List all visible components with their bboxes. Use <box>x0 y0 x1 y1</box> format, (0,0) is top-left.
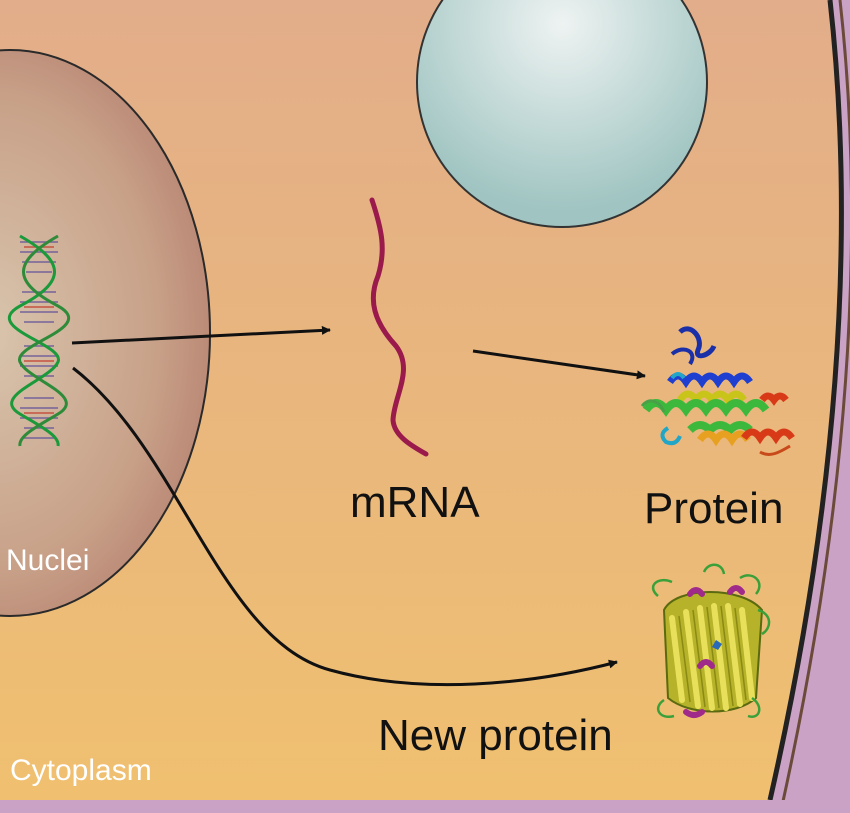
cell-membrane <box>767 0 844 801</box>
new-protein-structure-icon <box>651 563 771 719</box>
nuclei-label: Nuclei <box>6 544 90 577</box>
arrow-mrna-to-protein <box>472 349 646 380</box>
cell-wall-edge <box>780 0 850 807</box>
nucleus <box>0 49 211 617</box>
cytoplasm-bottom-edge <box>0 800 850 813</box>
protein-label: Protein <box>644 484 784 533</box>
cytoplasm-label: Cytoplasm <box>10 754 152 787</box>
arrow-dna-to-new-protein <box>72 366 618 687</box>
protein-structure-icon <box>640 326 795 456</box>
vacuole <box>416 0 708 228</box>
mrna-label: mRNA <box>350 478 480 527</box>
mrna-strand <box>369 197 429 457</box>
arrow-dna-to-mrna <box>71 325 331 345</box>
dna-helix-icon <box>8 234 70 447</box>
new-protein-label: New protein <box>378 711 613 760</box>
